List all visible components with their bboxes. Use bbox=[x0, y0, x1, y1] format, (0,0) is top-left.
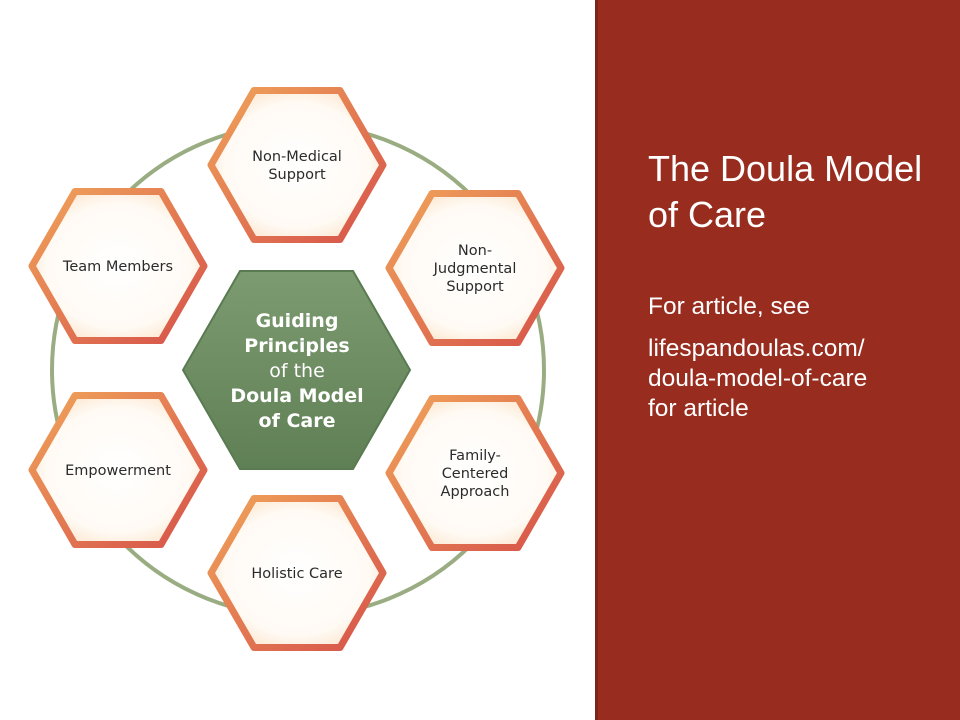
center-label-line: Doula Model bbox=[230, 385, 363, 407]
title-line-2: Model of Care bbox=[648, 148, 923, 235]
hexagon-label-line: Approach bbox=[441, 484, 510, 500]
hexagon-team-members: Team Members bbox=[28, 188, 208, 344]
title-line-1: The Doula bbox=[648, 148, 815, 189]
hexagon-label-line: Team Members bbox=[62, 259, 173, 275]
hexagon-label-line: Centered bbox=[442, 466, 509, 482]
center-label-line: Guiding bbox=[256, 310, 339, 332]
hexagon-label: Holistic Care bbox=[251, 566, 342, 582]
article-reference: For article, see lifespandoulas.com/ dou… bbox=[648, 292, 948, 424]
hexagon-label-line: Support bbox=[446, 279, 504, 295]
article-link-line-2: doula-model-of-care bbox=[648, 365, 868, 392]
hexagon-label-line: Family- bbox=[449, 448, 501, 464]
article-link-line-1: lifespandoulas.com/ bbox=[648, 335, 865, 362]
hexagon-label-line: Support bbox=[268, 167, 326, 183]
hexagon-label-line: Non-Medical bbox=[252, 149, 342, 165]
hexagon-empowerment: Empowerment bbox=[28, 392, 208, 548]
hexagon-holistic-care: Holistic Care bbox=[207, 495, 387, 651]
article-link-line-3: for article bbox=[648, 395, 749, 422]
hexagon-label-line: Non- bbox=[458, 243, 492, 259]
center-label-line: Principles bbox=[244, 335, 349, 357]
hexagon-label: Empowerment bbox=[65, 463, 171, 479]
hexagon-label-line: Judgmental bbox=[433, 261, 517, 277]
hexagon-label-line: Holistic Care bbox=[251, 566, 342, 582]
hexagon-label-line: Empowerment bbox=[65, 463, 171, 479]
slide-title: The Doula Model of Care bbox=[648, 146, 948, 238]
center-label-line: of the bbox=[269, 360, 325, 382]
hexagon-label: Team Members bbox=[62, 259, 173, 275]
center-label-line: of Care bbox=[259, 410, 336, 432]
title-panel: The Doula Model of Care For article, see… bbox=[595, 0, 960, 720]
article-intro: For article, see bbox=[648, 293, 811, 320]
